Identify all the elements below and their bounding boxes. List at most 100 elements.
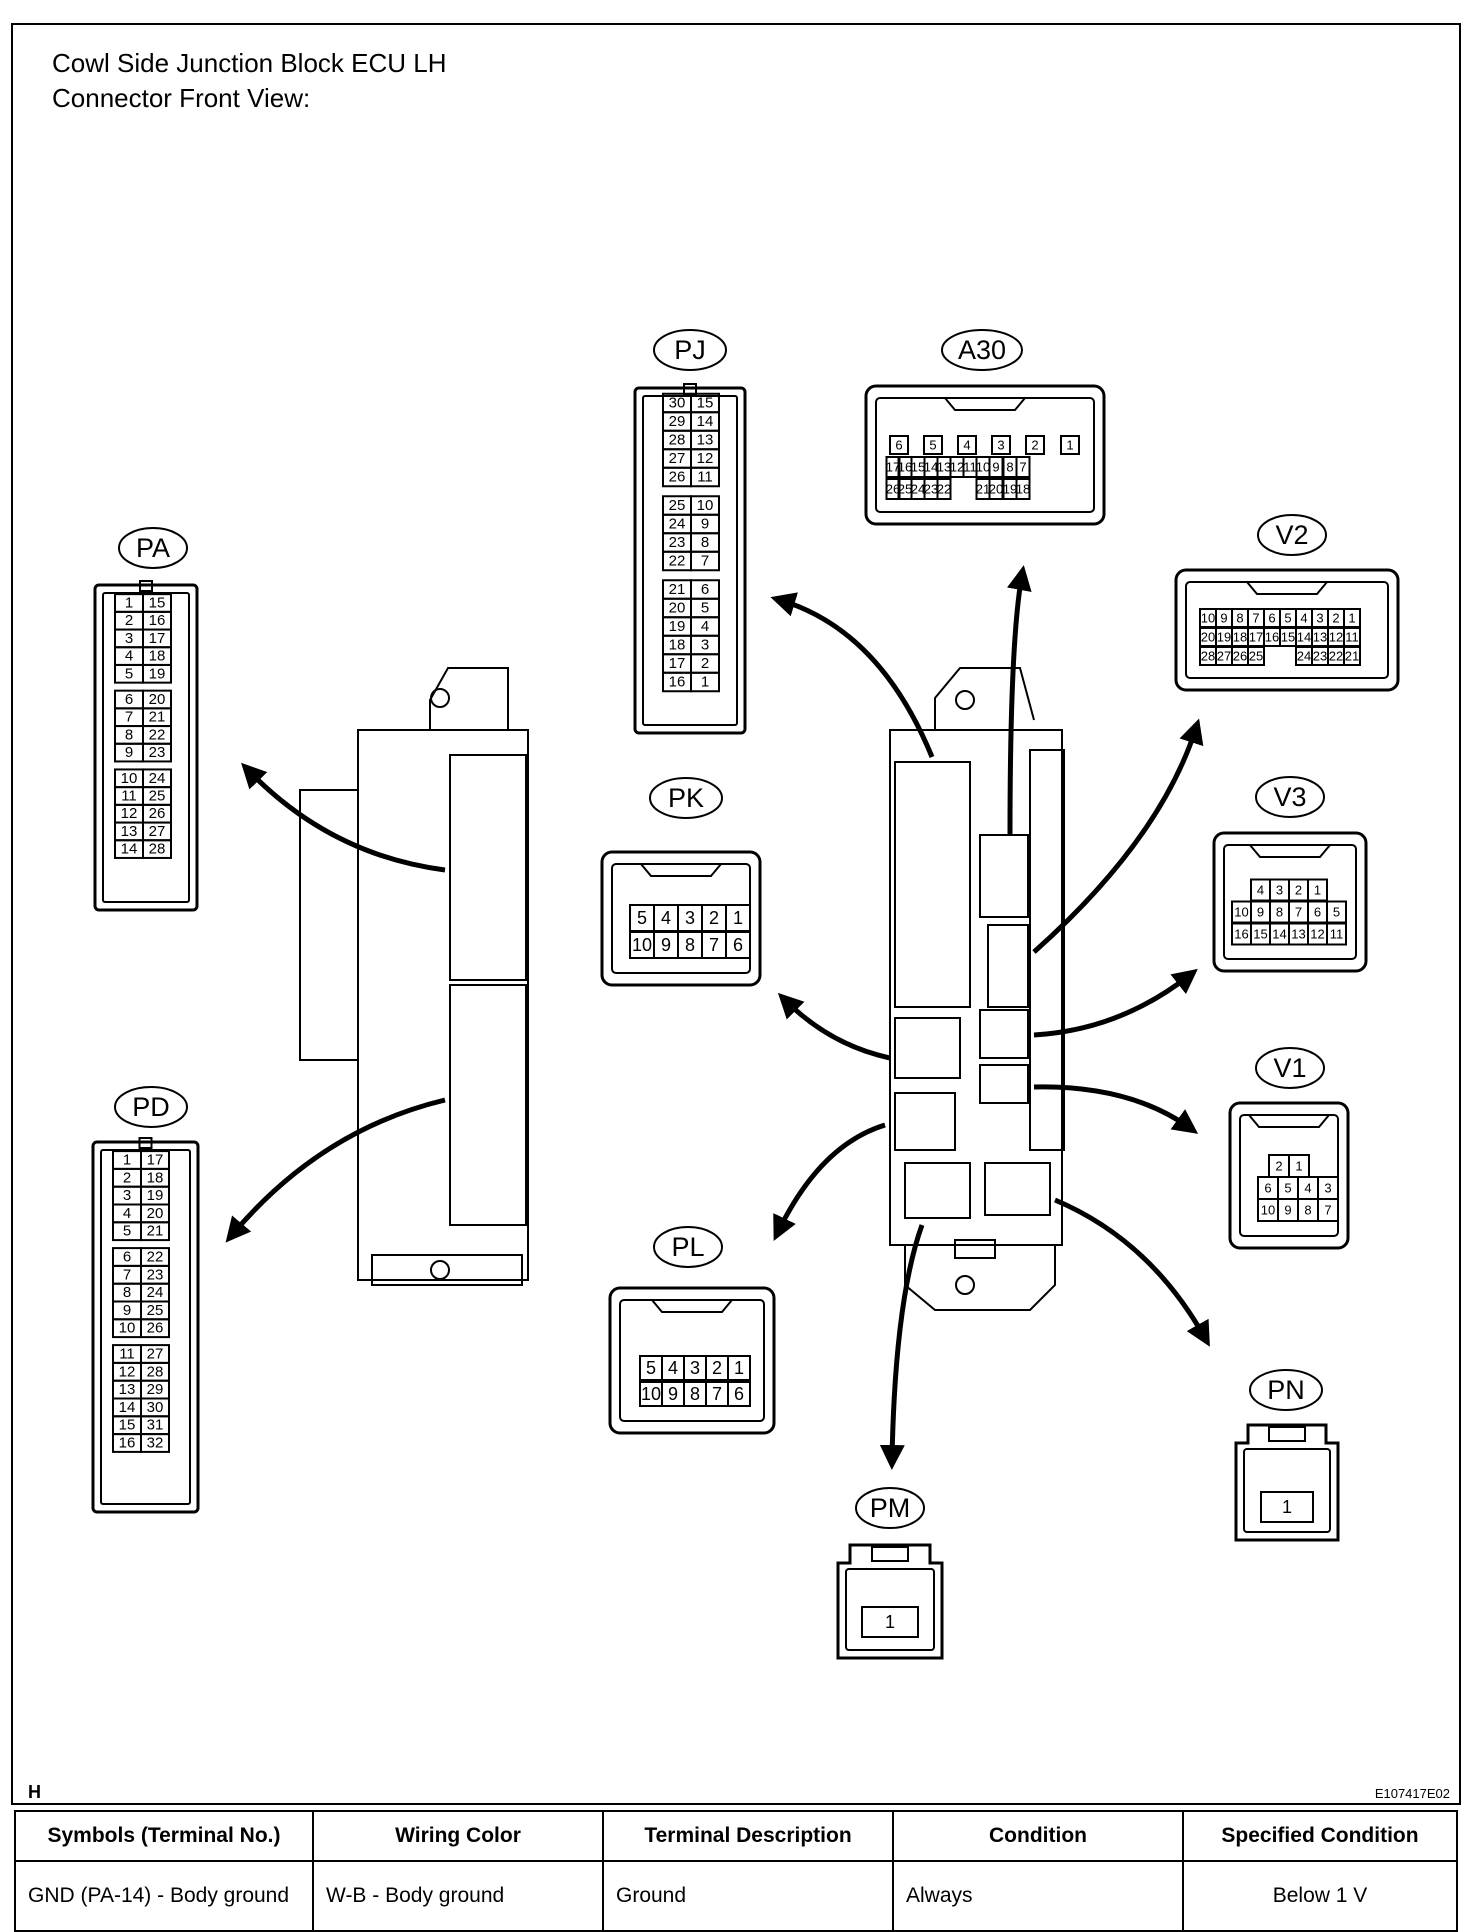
- arrow-to-v1: [1033, 1084, 1199, 1134]
- table-header-row: Symbols (Terminal No.) Wiring Color Term…: [14, 1810, 1458, 1862]
- connector-name-pa: PA: [136, 533, 170, 563]
- pin-number: 14: [1272, 927, 1286, 942]
- pin-number: 24: [1297, 649, 1311, 664]
- pin-number: 7: [1252, 611, 1259, 626]
- pin-number: 6: [895, 438, 902, 453]
- pin-number: 4: [701, 618, 709, 635]
- pin-number: 27: [149, 823, 166, 840]
- pin-number: 25: [898, 482, 912, 497]
- arrow-to-pn: [1054, 1197, 1210, 1347]
- pin-number: 14: [121, 841, 138, 858]
- pin-number: 3: [701, 637, 709, 654]
- pin-number: 1: [125, 595, 133, 612]
- spec-table: Symbols (Terminal No.) Wiring Color Term…: [14, 1810, 1458, 1932]
- pin-number: 7: [1019, 460, 1026, 475]
- pin-number: 10: [1201, 611, 1215, 626]
- pin-number: 6: [123, 1249, 131, 1266]
- pin-number: 9: [1284, 1203, 1291, 1218]
- pin-number: 3: [685, 908, 695, 928]
- connector-name-pn: PN: [1267, 1375, 1305, 1405]
- pin-number: 8: [701, 534, 709, 551]
- pin-number: 19: [147, 1187, 164, 1204]
- arrow-to-v3: [1033, 968, 1198, 1038]
- pin-number: 28: [669, 432, 686, 449]
- pin-number: 20: [989, 482, 1003, 497]
- pin-number: 10: [119, 1320, 136, 1337]
- pin-number: 30: [669, 395, 686, 412]
- pin-number: 8: [1236, 611, 1243, 626]
- connector-name-v3: V3: [1273, 782, 1306, 812]
- pin-number: 16: [1234, 927, 1248, 942]
- connector-label-v2: V2: [1257, 514, 1327, 556]
- pin-number: 16: [898, 460, 912, 475]
- pin-number: 10: [1234, 905, 1248, 920]
- pin-number: 2: [701, 655, 709, 672]
- pin-number: 6: [701, 581, 709, 598]
- pin-number: 3: [997, 438, 1004, 453]
- pin-number: 23: [669, 534, 686, 551]
- pin-number: 4: [661, 908, 671, 928]
- connector-name-pm: PM: [870, 1493, 911, 1523]
- figure-code: E107417E02: [1375, 1786, 1450, 1801]
- pin-number: 23: [149, 744, 166, 761]
- pin-number: 14: [924, 460, 938, 475]
- pin-number: 8: [1006, 460, 1013, 475]
- pin-number: 14: [697, 413, 714, 430]
- pin-number: 25: [149, 788, 166, 805]
- pin-number: 6: [1268, 611, 1275, 626]
- pin-number: 1: [1314, 883, 1321, 898]
- pin-number: 4: [125, 648, 133, 665]
- pin-number: 32: [147, 1435, 164, 1452]
- pin-number: 9: [123, 1302, 131, 1319]
- pin-number: 9: [1220, 611, 1227, 626]
- pin-number: 26: [669, 469, 686, 486]
- pin-number: 2: [1031, 438, 1038, 453]
- connector-name-pd: PD: [132, 1092, 170, 1122]
- pin-number: 25: [147, 1302, 164, 1319]
- pin-number: 8: [685, 935, 695, 955]
- pin-number: 26: [149, 805, 166, 822]
- pin-number: 14: [1297, 630, 1311, 645]
- connector-name-a30: A30: [958, 335, 1006, 365]
- pin-number: 3: [1276, 883, 1283, 898]
- pin-number: 17: [1249, 630, 1263, 645]
- pin-number: 11: [697, 469, 713, 486]
- connector-label-pd: PD: [114, 1086, 188, 1128]
- pin-number: 28: [149, 841, 166, 858]
- pin-number: 15: [1253, 927, 1267, 942]
- pin-number: 11: [121, 788, 137, 805]
- pin-number: 29: [147, 1381, 164, 1398]
- pin-number: 21: [669, 581, 686, 598]
- pin-number: 6: [1264, 1181, 1271, 1196]
- pin-number: 19: [669, 618, 686, 635]
- pin-number: 19: [1217, 630, 1231, 645]
- diagram-frame: [11, 23, 1461, 1805]
- pin-number: 15: [697, 395, 714, 412]
- pin-number: 1: [1295, 1159, 1302, 1174]
- pin-number: 21: [149, 709, 166, 726]
- pin-number: 13: [119, 1381, 136, 1398]
- arrow-to-pk: [777, 992, 891, 1061]
- pin-number: 27: [1217, 649, 1231, 664]
- header-wiring-color: Wiring Color: [312, 1810, 604, 1862]
- connector-label-pa: PA: [118, 527, 188, 569]
- pin-number: 18: [149, 648, 166, 665]
- pin-number: 31: [147, 1417, 164, 1434]
- pin-number: 9: [701, 516, 709, 533]
- pin-number: 16: [119, 1435, 136, 1452]
- pin-number: 2: [712, 1358, 722, 1378]
- pin-number: 5: [1333, 905, 1340, 920]
- pin-number: 2: [1275, 1159, 1282, 1174]
- pin-number: 4: [123, 1205, 131, 1222]
- pin-number: 9: [992, 460, 999, 475]
- pin-number: 7: [701, 553, 709, 570]
- pin-number: 11: [119, 1346, 135, 1363]
- pin-number: 14: [119, 1399, 136, 1416]
- pin-number: 25: [1249, 649, 1263, 664]
- pin-number: 5: [123, 1223, 131, 1240]
